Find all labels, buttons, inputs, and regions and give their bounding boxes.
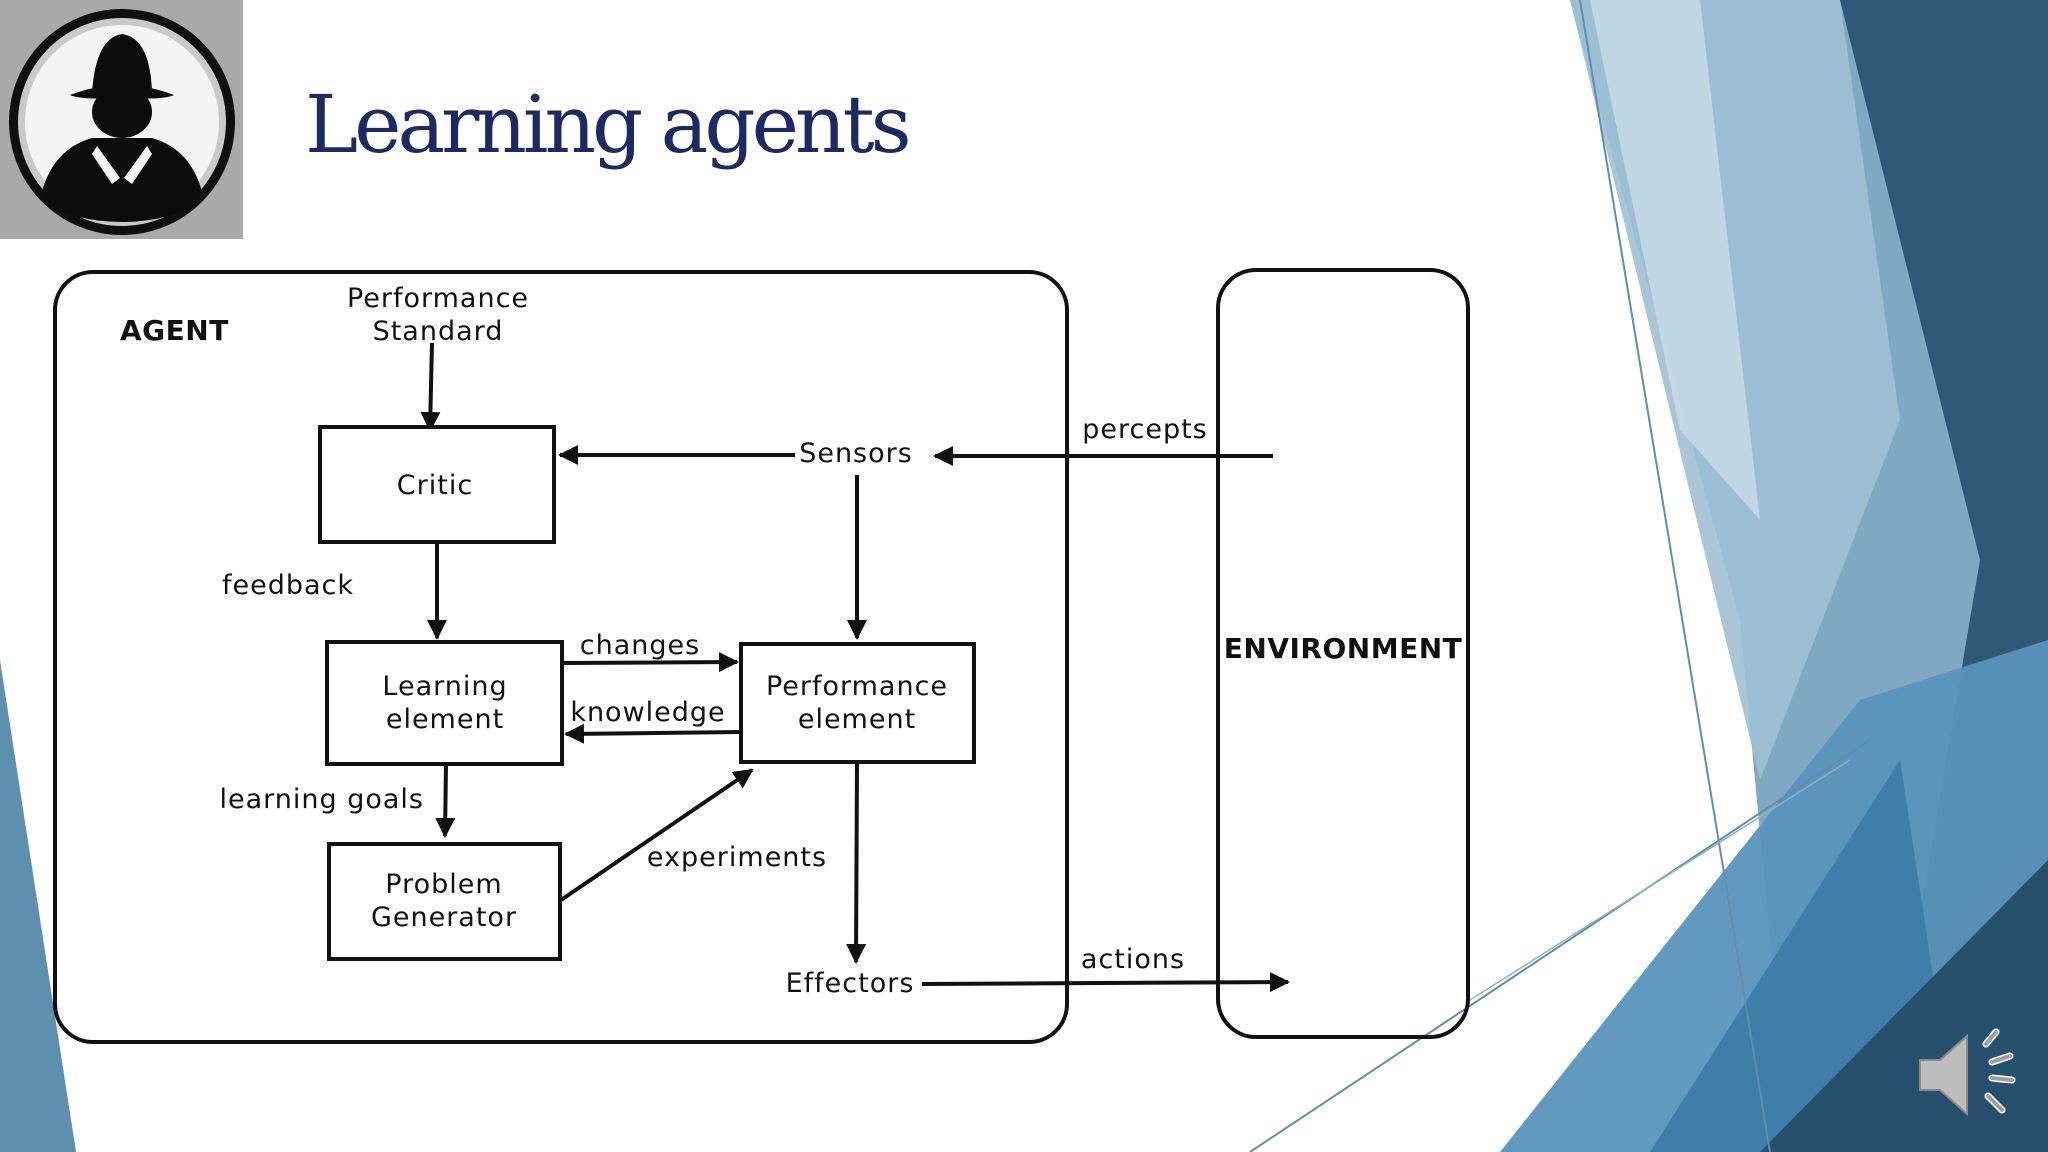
deco-line xyxy=(1579,0,1771,1152)
environment-label: ENVIRONMENT xyxy=(1224,632,1462,665)
arrow-standard-to-critic xyxy=(420,342,441,432)
deco-line xyxy=(1469,759,1851,1001)
spy-agent-icon xyxy=(0,0,243,239)
arrow-actions xyxy=(921,972,1290,993)
environment-container xyxy=(1216,268,1470,1039)
problem-generator-label-line2: Generator xyxy=(371,902,517,933)
deco-line xyxy=(1249,739,1871,1152)
sensors-label: Sensors xyxy=(799,438,913,469)
arrow-experiments xyxy=(559,768,754,902)
agent-label: AGENT xyxy=(120,314,229,347)
deco-shape-highlight xyxy=(1590,0,1760,520)
learning-goals-label: learning goals xyxy=(219,784,424,815)
slide-title: Learning agents xyxy=(305,78,912,171)
learning-element-label-line2: element xyxy=(386,704,504,735)
critic-label: Critic xyxy=(397,470,473,501)
experiments-label: experiments xyxy=(647,842,827,873)
arrow-performance-to-effectors xyxy=(846,762,867,964)
actions-label: actions xyxy=(1081,944,1185,975)
critic-box xyxy=(318,425,556,544)
performance-standard-label-line2: Standard xyxy=(373,316,504,347)
learning-element-box xyxy=(325,640,564,766)
performance-standard-label-line1: Performance xyxy=(347,283,529,314)
changes-label: changes xyxy=(580,630,700,661)
performance-element-label-line1: Performance xyxy=(766,671,948,702)
agent-container xyxy=(53,270,1069,1044)
deco-left-sliver xyxy=(0,660,76,1152)
arrow-learning-goals xyxy=(435,763,456,838)
problem-generator-label-line1: Problem xyxy=(385,869,502,900)
effectors-label: Effectors xyxy=(786,968,915,999)
speaker-icon[interactable] xyxy=(1912,1022,2022,1128)
percepts-label: percepts xyxy=(1082,414,1208,445)
arrow-knowledge xyxy=(564,723,741,744)
problem-generator-box xyxy=(327,842,562,961)
learning-element-label-line1: Learning xyxy=(382,671,507,702)
performance-element-box xyxy=(739,642,976,764)
performance-element-label-line2: element xyxy=(798,704,916,735)
deco-shape-corner xyxy=(1760,860,2048,1152)
knowledge-label: knowledge xyxy=(570,697,725,728)
arrow-changes xyxy=(562,652,739,673)
feedback-label: feedback xyxy=(222,570,354,601)
